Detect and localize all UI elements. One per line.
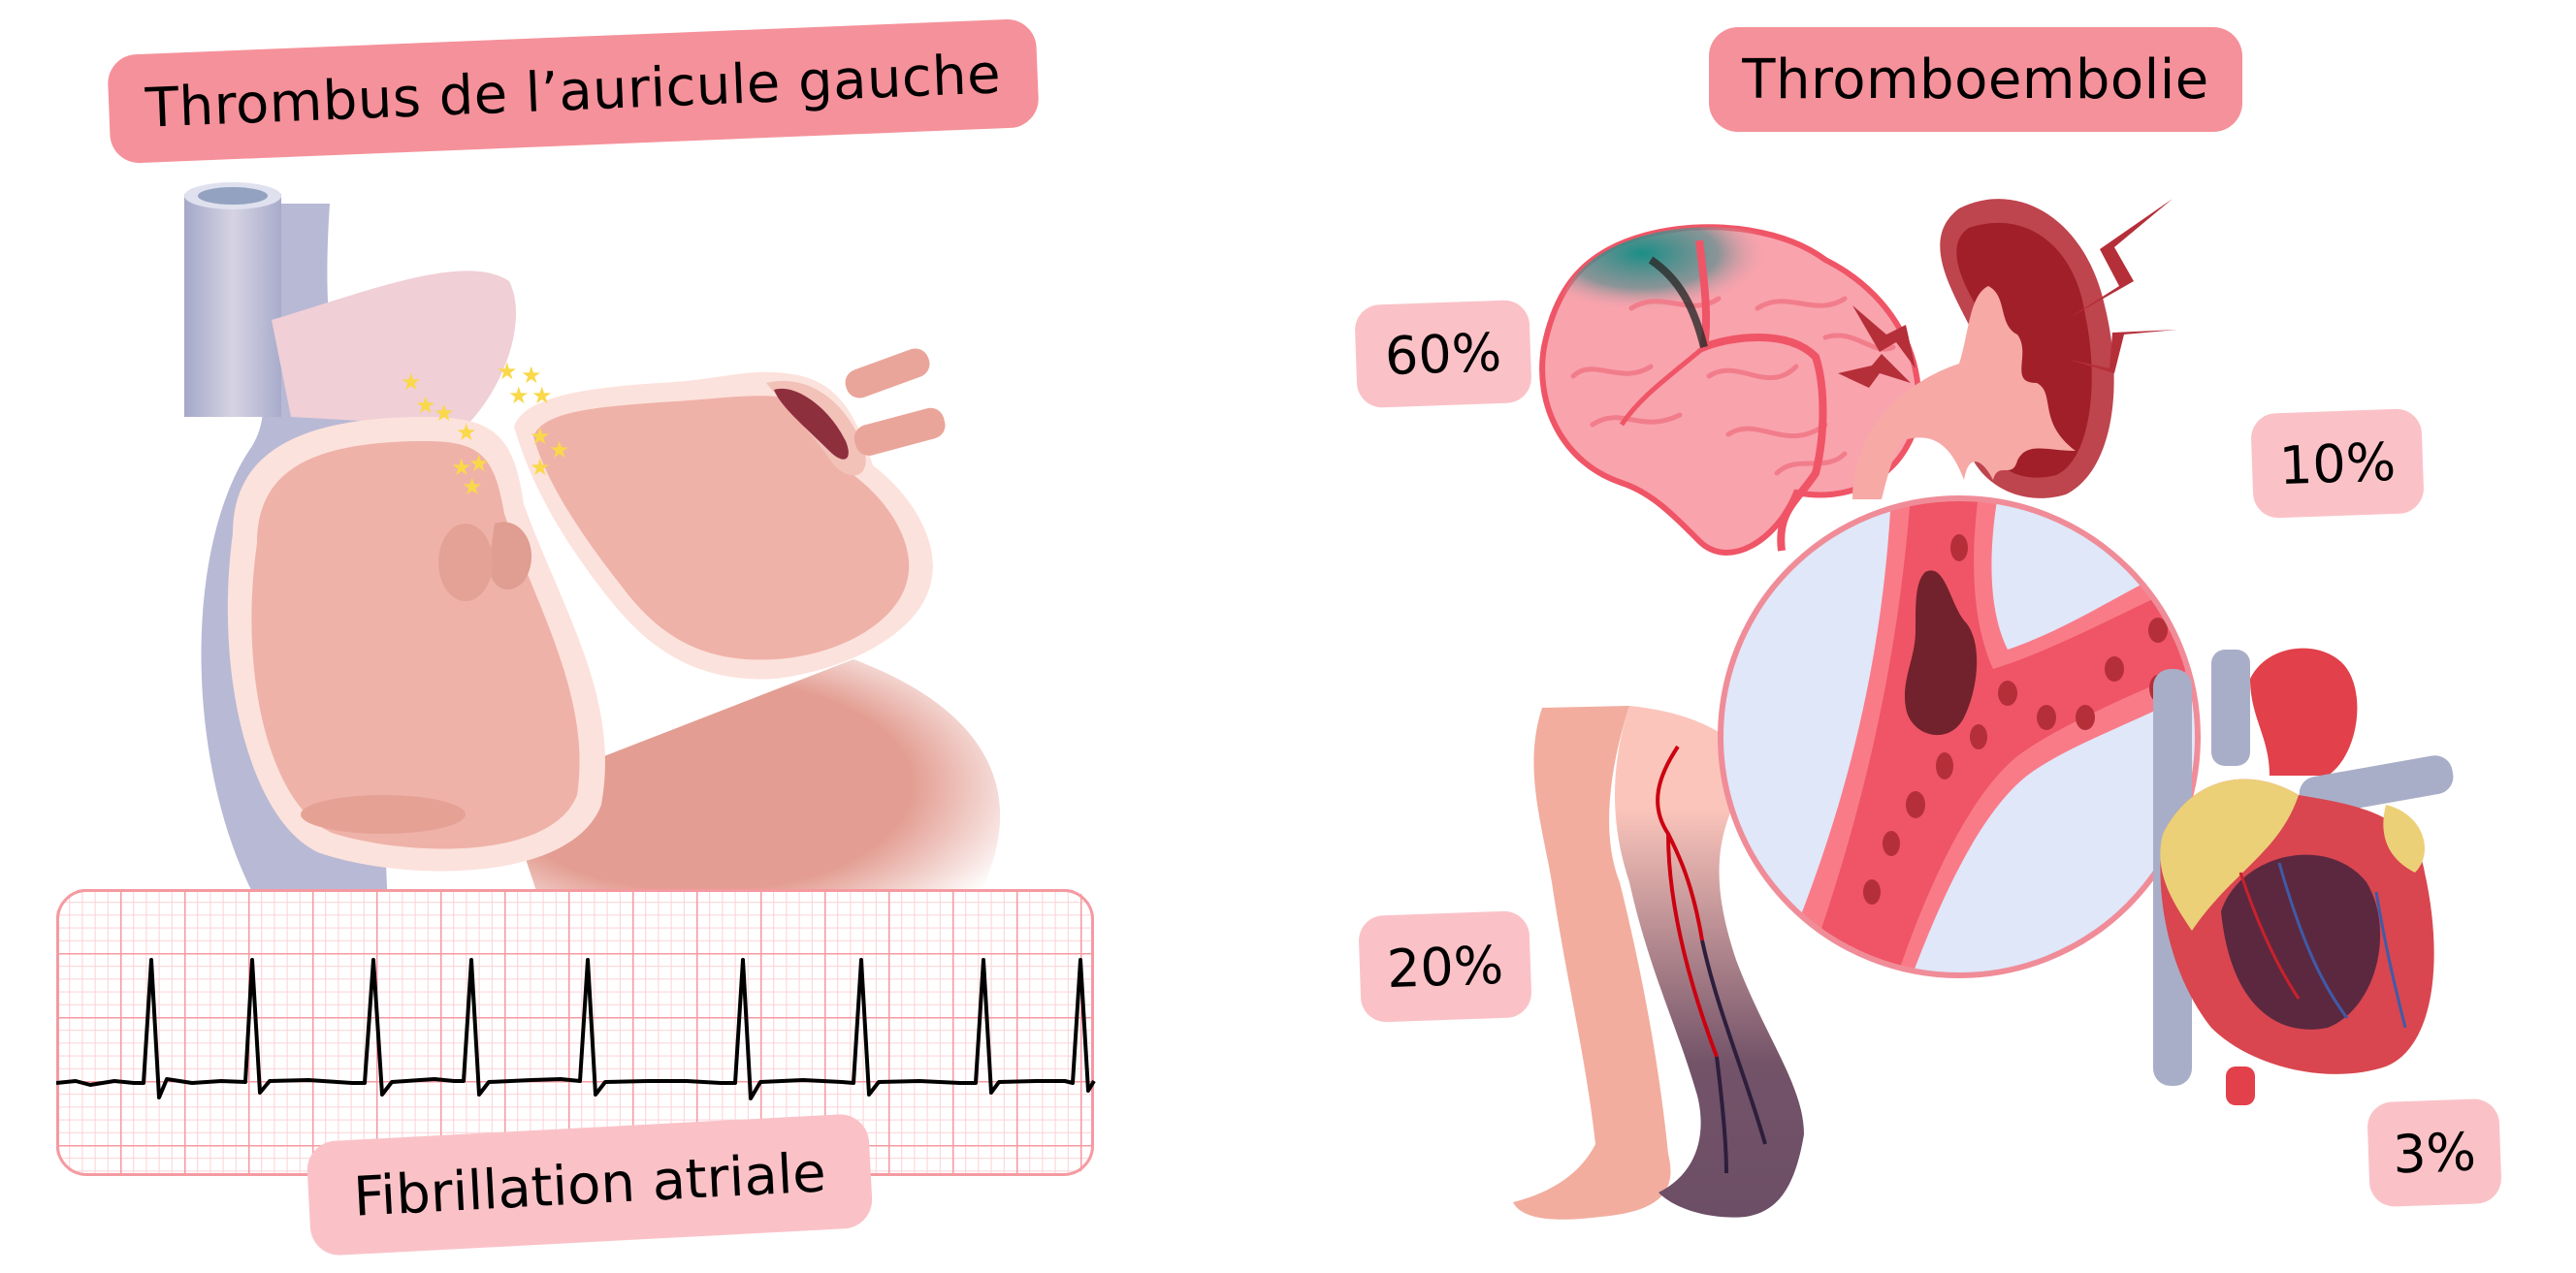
right-panel: Thromboembolie [1261, 0, 2576, 1273]
pct-brain-text: 60% [1383, 321, 1503, 387]
pct-label-leg: 20% [1358, 909, 1532, 1024]
title-thromboembolism: Thromboembolie [1709, 27, 2242, 132]
heart-cutaway-illustration: ★ ★ ★ ★ ★ ★ ★ ★ ★ ★ ★ ★ ★ ★ [184, 182, 1001, 911]
anatomical-heart-illustration [2153, 648, 2454, 1105]
svg-text:★: ★ [497, 358, 518, 385]
svg-text:★: ★ [415, 392, 436, 419]
title-text: Thromboembolie [1742, 48, 2209, 111]
ecg-label-text: Fibrillation atriale [351, 1140, 828, 1229]
pct-label-brain: 60% [1354, 299, 1532, 409]
svg-text:★: ★ [401, 368, 422, 396]
clot-icon [1904, 570, 1978, 736]
pct-label-kidney: 10% [2250, 407, 2425, 520]
svg-text:★: ★ [451, 454, 472, 481]
svg-text:★: ★ [521, 362, 542, 389]
ecg-strip [55, 889, 1096, 1176]
kidney-illustration [1838, 199, 2177, 499]
svg-text:★: ★ [531, 382, 553, 409]
renal-pelvis [1852, 286, 2076, 499]
pct-kidney-text: 10% [2277, 430, 2398, 496]
ecg-trace [55, 958, 1096, 1100]
left-panel: Thrombus de l’auricule gauche [0, 0, 1164, 1273]
svg-text:★: ★ [530, 423, 551, 450]
svg-text:★: ★ [468, 450, 490, 477]
svg-text:★: ★ [456, 419, 477, 446]
svg-text:★: ★ [549, 436, 570, 463]
thrombus-icon [774, 388, 849, 460]
pct-leg-text: 20% [1385, 934, 1505, 1000]
red-blood-cells [1863, 534, 2168, 905]
pain-bolt-icons [1838, 199, 2177, 388]
svg-text:★: ★ [508, 382, 530, 409]
infarct-region [2221, 854, 2381, 1030]
brain-illustration [1539, 224, 1921, 556]
fibrillation-stars: ★ ★ ★ ★ ★ ★ ★ ★ ★ ★ ★ ★ ★ ★ [401, 358, 570, 500]
svg-text:★: ★ [434, 399, 455, 427]
pct-label-heart: 3% [2367, 1098, 2502, 1208]
title-left-atrial-thrombus: Thrombus de l’auricule gauche [107, 17, 1040, 165]
svg-text:★: ★ [462, 473, 483, 500]
vessel-thrombus-inset [1718, 495, 2201, 978]
title-text: Thrombus de l’auricule gauche [144, 42, 1003, 141]
leg-illustration [1513, 706, 1804, 1220]
svg-text:★: ★ [530, 454, 551, 481]
pct-heart-text: 3% [2392, 1121, 2477, 1185]
